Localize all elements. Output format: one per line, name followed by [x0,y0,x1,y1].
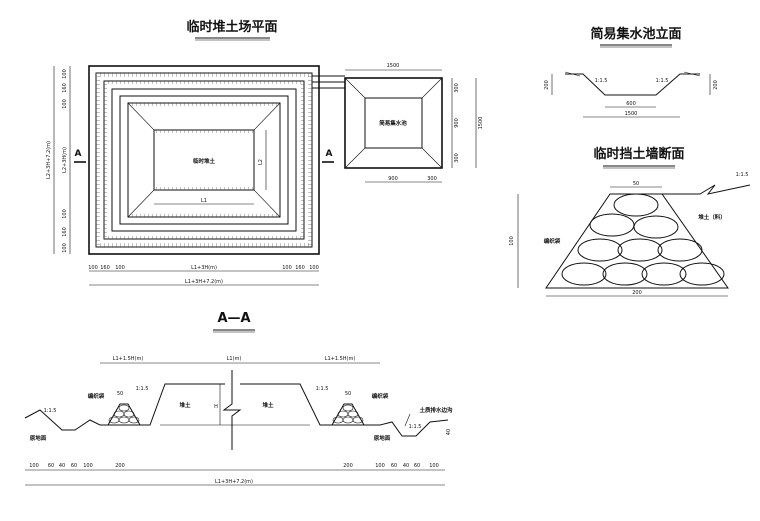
basin-right-total-dim: 1500 [478,117,484,130]
section-marker-right: A [326,149,333,159]
wall-bottom-dim: 200 [632,290,642,296]
basin-slope-right: 1:1.5 [656,78,669,84]
section-bl-2: 40 [59,463,65,469]
section-ground-right: 原地面 [374,434,391,442]
left-total-dim: L2+3H+7.2(m) [46,141,52,179]
section-ditch-depth: 40 [446,429,452,435]
section-bag-label-right: 编织袋 [372,392,389,400]
basin-bottom-dim: 600 [626,101,636,107]
basin-profile [565,73,700,96]
left-dim-5: 160 [62,227,68,237]
wall-bag-label: 编织袋 [544,237,561,245]
basin-right-a-dim: 300 [454,83,460,93]
bottom-dim-l2: 160 [100,265,110,271]
section-h-label: H [214,404,218,410]
section-bag-pile-right [331,403,365,426]
left-dim-2: 160 [62,83,68,93]
section-profile-left [24,383,225,431]
bottom-dim-l1: 100 [88,265,98,271]
section-br-3: 40 [403,463,409,469]
wall-outline [545,193,729,289]
section-br-1: 100 [375,463,385,469]
l1-label: L1 [201,198,207,204]
bottom-dim-r2: 160 [295,265,305,271]
section-soil-right: 堆土 [262,401,274,409]
section-slope-a: 1:1.5 [136,386,149,392]
section-br-4: 60 [414,463,420,469]
section-bl-5: 200 [115,463,125,469]
basin-bottom-edge-dim: 300 [427,176,437,182]
section-bl-0: 100 [29,463,39,469]
wall-slope: 1:1.5 [736,172,749,178]
section-slope-c: 1:1.5 [44,408,57,414]
basin-slope-left: 1:1.5 [595,78,608,84]
bottom-dim-r1: 100 [282,265,292,271]
bottom-total-dim: L1+3H+7.2(m) [185,279,223,285]
section-bag-pile-left [107,403,141,426]
section-w50-left: 50 [117,391,123,397]
section-slope-d: 1:1.5 [409,424,422,430]
left-mid-dim: L2+3H(m) [62,147,68,173]
basin-elevation: 简易集水池立面 1:1.5 1:1.5 200 200 600 1500 [544,26,719,118]
basin-bottom-inner-dim: 900 [388,176,398,182]
section-top-right: L1+1.5H(m) [325,356,356,362]
section-bags-right [332,404,364,424]
basin-depth-left: 200 [544,80,550,90]
soil-pile-label: 临时堆土 [193,157,216,165]
basin-right-c-dim: 300 [454,153,460,163]
sandbags [561,193,725,286]
plan-title: 临时堆土场平面 [186,19,277,35]
bottom-mid-dim: L1+3H(m) [191,265,217,271]
basin-top-dim: 1500 [387,63,400,69]
left-dim-6: 100 [62,243,68,253]
basin-plan-outer [344,77,443,169]
l2-label: L2 [258,159,264,165]
left-dim-3: 100 [62,99,68,109]
section-bl-3: 60 [71,463,77,469]
left-dim-1: 100 [62,69,68,79]
section-bag-label-left: 编织袋 [88,392,105,400]
section-bl-1: 60 [48,463,54,469]
outer-ditch [88,65,320,255]
section-marker-left: A [75,149,82,159]
basin-top-width-dim: 1500 [625,111,638,117]
section-title: A—A [217,311,250,326]
basin-plan-inner [364,97,423,149]
bottom-dim-r3: 100 [309,265,319,271]
wall-title: 临时挡土墙断面 [593,146,684,162]
section-slope-b: 1:1.5 [316,386,329,392]
wall-soil-label: 堆土（料） [698,213,726,221]
section-top-mid: L1(m) [227,356,242,362]
wall-top-dim: 50 [633,181,639,187]
section-soil-left: 堆土 [179,401,191,409]
section-aa: A—A L1+1.5H(m) L1(m) L1+1.5H(m) H 堆土 堆土 … [24,311,453,486]
section-br-5: 100 [429,463,439,469]
plan-view: 临时堆土场平面 临时堆土 L1 L2 [46,19,484,286]
section-w50-right: 50 [345,391,351,397]
basin-right-b-dim: 900 [454,118,460,128]
section-profile-right [240,383,449,437]
wall-height-dim: 100 [509,236,515,246]
basin-plan-label: 简易集水池 [379,119,407,127]
section-ground-left: 原地面 [30,434,47,442]
section-top-left: L1+1.5H(m) [113,356,144,362]
basin-title: 简易集水池立面 [590,26,681,42]
section-br-2: 60 [391,463,397,469]
section-bags-left [108,404,140,424]
section-bl-4: 100 [83,463,93,469]
section-ditch-label: 土质排水边沟 [419,406,453,414]
bottom-dim-l3: 100 [115,265,125,271]
wall-section: 临时挡土墙断面 50 1:1.5 100 200 编织袋 堆土（料） [509,146,751,297]
section-br-0: 200 [343,463,353,469]
left-dim-4: 100 [62,209,68,219]
basin-depth-right: 200 [713,80,719,90]
section-bottom-total: L1+3H+7.2(m) [215,479,253,485]
